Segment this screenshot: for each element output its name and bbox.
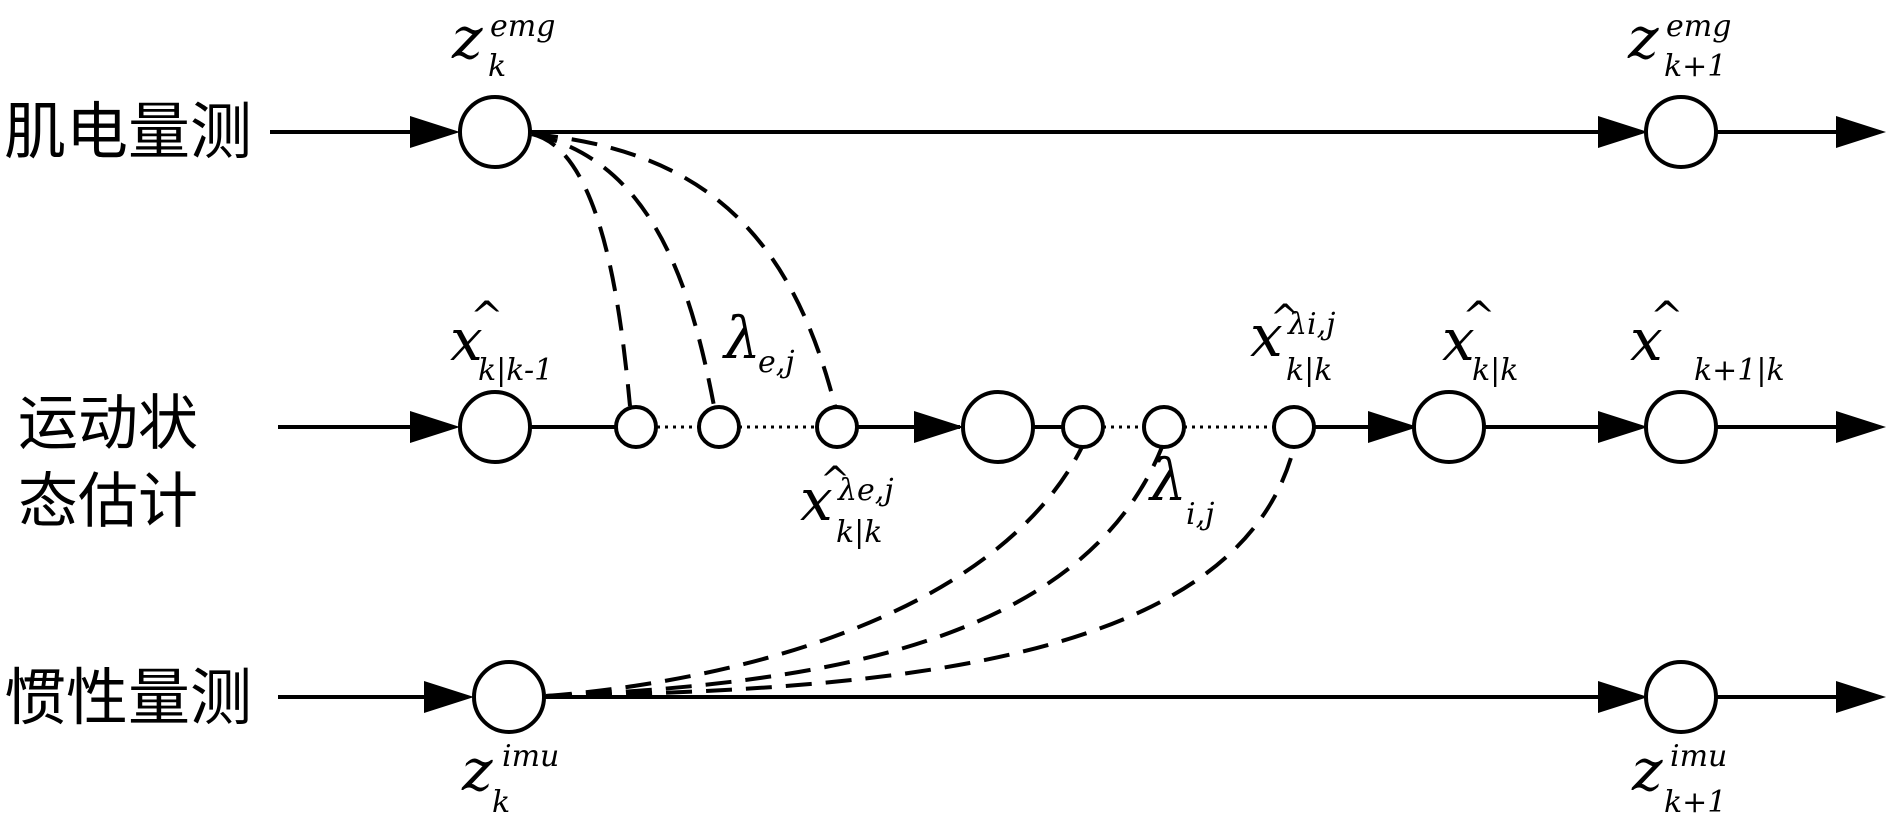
label-x-k1k: ^ x k+1|k <box>1630 294 1785 388</box>
svg-text:x: x <box>1630 306 1663 374</box>
dashed-link-imu-2 <box>545 446 1164 698</box>
arrow-head <box>1836 681 1886 713</box>
svg-text:emg: emg <box>1666 9 1731 44</box>
svg-text:^: ^ <box>1650 294 1684 340</box>
svg-text:x: x <box>1250 302 1283 370</box>
row-label-state-line1: 运动状 <box>18 389 198 459</box>
svg-text:^: ^ <box>470 294 504 340</box>
svg-text:emg: emg <box>490 9 555 44</box>
label-lambda-e: λ e,j <box>722 304 795 380</box>
arrow-head <box>410 411 460 443</box>
imu-dashed-links <box>545 446 1296 698</box>
svg-text:k: k <box>492 785 510 820</box>
arrow-head <box>410 116 460 148</box>
svg-text:k: k <box>488 49 506 84</box>
svg-text:k|k: k|k <box>1472 353 1518 388</box>
svg-text:k+1: k+1 <box>1664 785 1726 820</box>
node-imu-k <box>472 660 546 734</box>
svg-text:z: z <box>461 736 493 804</box>
label-z-imu-k1: z imu k+1 <box>1631 736 1727 820</box>
node-intermediate <box>961 390 1035 464</box>
node-imu-sub-1 <box>1061 405 1105 449</box>
arrow-head <box>424 681 474 713</box>
svg-text:^: ^ <box>820 460 850 501</box>
svg-text:imu: imu <box>1670 739 1727 774</box>
imu-row-arrows <box>424 681 1886 713</box>
arrow-head <box>1598 681 1648 713</box>
dashed-link-emg-3 <box>531 132 837 407</box>
emg-dashed-links <box>531 132 837 407</box>
svg-text:k+1|k: k+1|k <box>1694 353 1785 388</box>
dashed-link-imu-1 <box>545 446 1084 698</box>
svg-text:e,j: e,j <box>758 345 795 380</box>
node-emg-sub-1 <box>614 405 658 449</box>
arrow-head <box>1598 116 1648 148</box>
arrow-head <box>1368 411 1418 443</box>
svg-text:imu: imu <box>502 739 559 774</box>
label-z-emg-k: z emg k <box>451 4 555 84</box>
svg-text:z: z <box>1631 736 1663 804</box>
svg-text:x: x <box>450 306 483 374</box>
svg-text:k+1: k+1 <box>1664 49 1726 84</box>
svg-text:k|k-1: k|k-1 <box>478 353 553 388</box>
svg-text:^: ^ <box>1462 294 1496 340</box>
svg-text:k|k: k|k <box>836 515 882 550</box>
label-x-lambda-e: ^ x λe,j k|k <box>800 460 894 550</box>
label-x-lambda-i: ^ x λi,j k|k <box>1250 298 1335 388</box>
svg-text:z: z <box>451 4 483 72</box>
arrow-head <box>1598 411 1648 443</box>
svg-text:x: x <box>1442 306 1475 374</box>
label-z-imu-k: z imu k <box>461 736 559 820</box>
svg-text:λe,j: λe,j <box>837 473 894 508</box>
svg-text:x: x <box>800 466 833 534</box>
node-imu-sub-2 <box>1142 405 1186 449</box>
node-x-lambda-e <box>815 405 859 449</box>
arrow-head <box>1836 411 1886 443</box>
svg-text:λ: λ <box>722 304 761 372</box>
node-x-k1k <box>1644 390 1718 464</box>
node-emg-sub-2 <box>697 405 741 449</box>
arrow-head <box>1836 116 1886 148</box>
label-z-emg-k1: z emg k+1 <box>1627 4 1731 84</box>
node-x-lambda-i <box>1272 405 1316 449</box>
dashed-link-emg-1 <box>531 132 632 407</box>
node-x-pred <box>458 390 532 464</box>
svg-text:^: ^ <box>1270 298 1300 339</box>
label-x-pred: ^ x k|k-1 <box>450 294 553 388</box>
dashed-link-imu-3 <box>545 446 1296 698</box>
row-label-imu: 惯性量测 <box>4 661 253 734</box>
svg-text:z: z <box>1627 4 1659 72</box>
row-label-emg: 肌电量测 <box>4 95 253 168</box>
emg-row-arrows <box>410 116 1886 148</box>
state-row-arrows <box>410 411 1886 443</box>
row-label-state: 运动状 态估计 <box>18 385 198 541</box>
svg-text:i,j: i,j <box>1186 497 1214 532</box>
node-emg-k <box>458 95 532 169</box>
svg-text:λi,j: λi,j <box>1287 307 1335 342</box>
svg-text:λ: λ <box>1148 446 1187 514</box>
row-label-state-line2: 态估计 <box>18 467 198 537</box>
dashed-link-emg-2 <box>531 132 716 407</box>
node-x-kk <box>1412 390 1486 464</box>
label-lambda-i: λ i,j <box>1148 446 1214 532</box>
svg-text:k|k: k|k <box>1286 353 1332 388</box>
label-x-kk: ^ x k|k <box>1442 294 1518 388</box>
node-emg-k1 <box>1644 95 1718 169</box>
arrow-head <box>914 411 964 443</box>
node-imu-k1 <box>1644 660 1718 734</box>
